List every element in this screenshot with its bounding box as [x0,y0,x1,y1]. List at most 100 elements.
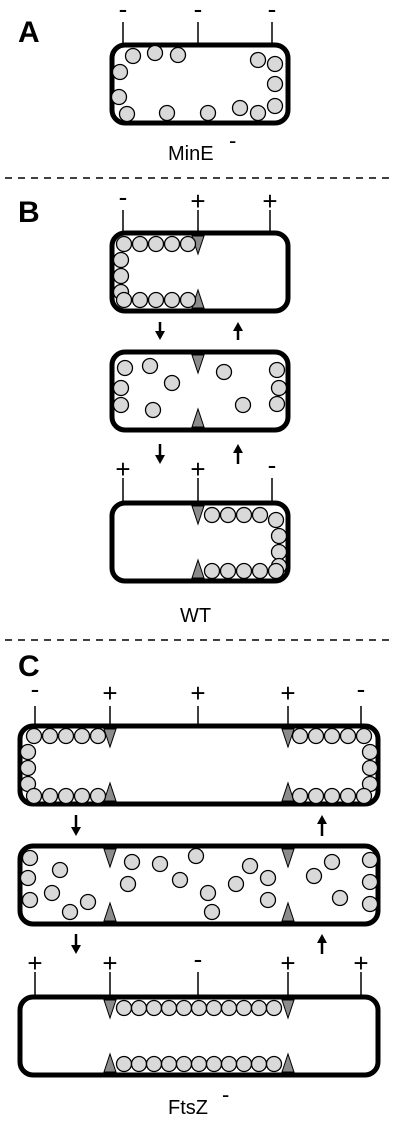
fts-ring-marker [281,999,295,1020]
polarity-sign: + [115,454,130,484]
min-protein [305,867,323,885]
min-protein [205,1055,223,1073]
min-protein [199,884,217,902]
fts-ring-marker [103,1052,117,1073]
min-protein [119,875,137,893]
min-protein [323,853,341,871]
min-protein [249,51,267,69]
min-protein [73,727,91,745]
polarity-sign: - [194,944,203,974]
min-protein [266,97,284,115]
panel-c-label: C [18,650,40,683]
min-protein [266,75,284,93]
polarity-sign: - [194,0,203,24]
min-protein [203,903,221,921]
min-protein [250,1055,268,1073]
min-protein [89,727,107,745]
min-protein [43,884,61,902]
min-protein [110,88,128,106]
min-protein [355,727,373,745]
fts-ring-marker [281,848,295,869]
fts-ring-marker [103,999,117,1020]
panel-b-label: B [18,196,40,229]
min-protein [355,787,373,805]
min-protein [151,855,169,873]
min-protein [25,787,43,805]
polarity-sign: - [357,674,366,704]
min-protein [163,374,181,392]
min-protein [123,853,141,871]
min-protein [235,1055,253,1073]
polarity-sign: - [31,674,40,704]
min-protein [115,235,133,253]
min-protein [220,1055,238,1073]
min-protein [131,291,149,309]
min-protein [73,787,91,805]
min-protein [89,787,107,805]
min-protein [219,562,237,580]
min-protein [190,1055,208,1073]
polarity-sign: - [268,0,277,24]
min-protein [265,999,283,1017]
min-protein [147,291,165,309]
polarity-sign: + [102,948,117,978]
fts-rings [191,235,205,579]
min-protein [339,727,357,745]
min-protein [323,787,341,805]
panel-a-label: A [18,16,40,49]
min-protein [111,63,129,81]
min-protein [267,562,285,580]
min-protein [115,291,133,309]
min-protein [163,235,181,253]
fts-ring-marker [103,728,117,749]
fts-ring-marker [281,1052,295,1073]
polarity-sign: - [268,450,277,480]
min-protein [268,395,286,413]
min-protein [259,869,277,887]
polarity-sign: + [190,186,205,216]
min-protein [145,1055,163,1073]
cell-outline [109,230,291,314]
min-protein [19,869,37,887]
polarity-sign: + [280,678,295,708]
min-protein [307,787,325,805]
panel-b: B - + + + + - WT [18,182,291,627]
min-protein [241,857,259,875]
min-protein [163,291,181,309]
min-protein [270,379,288,397]
min-protein [25,727,43,745]
min-protein [268,361,286,379]
min-protein [171,871,189,889]
min-protein [190,999,208,1017]
min-protein [57,787,75,805]
panel-a-caption-superscript: - [229,128,236,153]
min-protein [361,759,379,777]
min-protein [291,787,309,805]
min-protein [270,543,288,561]
min-protein [130,999,148,1017]
panel-a: A - - - MinE - [18,0,291,165]
min-protein [187,847,205,865]
cycle-arrows [71,815,327,954]
min-protein [61,903,79,921]
min-protein [361,895,379,913]
min-protein [19,743,37,761]
polarity-sign: - [119,0,128,24]
fts-ring-marker [103,848,117,869]
polarity-sign: + [102,678,117,708]
fts-ring-marker [191,558,205,579]
transition-arrow-head [155,331,165,340]
min-protein [41,727,59,745]
min-protein [116,359,134,377]
min-protein [205,999,223,1017]
min-protein [115,1055,133,1073]
fts-rings [103,728,295,1073]
min-protein [19,759,37,777]
min-protein [249,104,267,122]
min-protein [250,999,268,1017]
polarity-sign: + [190,678,205,708]
polarity-sign: + [280,948,295,978]
min-protein [179,291,197,309]
fts-ring-marker [191,354,205,375]
